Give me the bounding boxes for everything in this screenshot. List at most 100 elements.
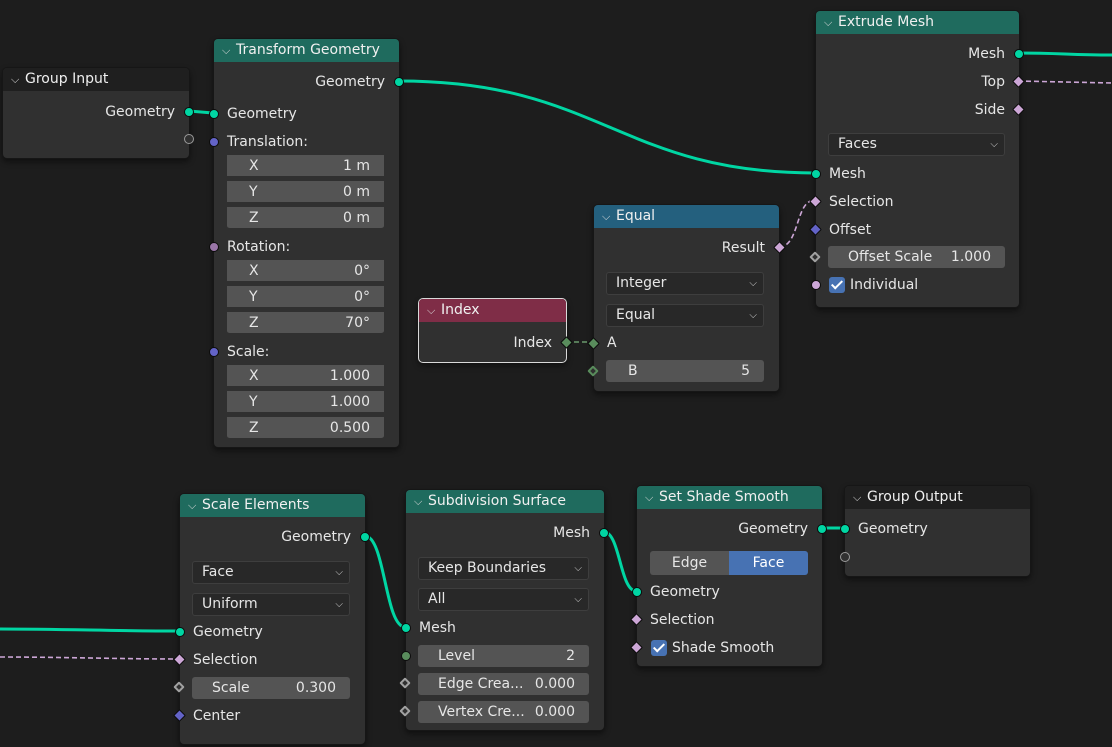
empty-output-socket[interactable] [184, 134, 194, 144]
mesh-output-socket[interactable] [1014, 49, 1024, 59]
chevron-down-icon[interactable]: ⌵ [222, 44, 231, 57]
chevron-down-icon[interactable]: ⌵ [824, 16, 833, 29]
index-node[interactable]: ⌵Index Index [418, 298, 573, 363]
vertex-crease-input-socket[interactable] [399, 705, 411, 717]
a-input-socket[interactable] [587, 337, 600, 350]
socket-label: Result [721, 240, 765, 256]
boundary-dropdown[interactable]: Keep Boundaries⌵ [418, 557, 589, 580]
mesh-input-socket[interactable] [811, 169, 821, 179]
extrude-mesh-node[interactable]: ⌵Extrude Mesh Mesh Top Side Faces⌵ Mesh … [809, 10, 1025, 308]
equal-header[interactable]: ⌵Equal [594, 205, 779, 228]
group-output-node[interactable]: ⌵Group Output Geometry [840, 485, 1031, 577]
geometry-input-socket[interactable] [175, 627, 185, 637]
socket-label: A [607, 335, 617, 351]
offset-scale-input-socket[interactable] [809, 251, 821, 263]
chevron-down-icon[interactable]: ⌵ [853, 491, 862, 504]
translation-input-socket[interactable] [209, 137, 219, 147]
individual-checkbox[interactable] [829, 277, 845, 293]
face-domain-toggle[interactable]: Face [729, 551, 808, 575]
b-input-socket[interactable] [587, 365, 599, 377]
selection-input-socket[interactable] [809, 195, 822, 208]
level-input-socket[interactable] [401, 651, 411, 661]
shade-smooth-checkbox[interactable] [651, 640, 667, 656]
selection-input-socket[interactable] [630, 613, 643, 626]
checkbox-label: Shade Smooth [672, 640, 775, 656]
geometry-output-socket[interactable] [394, 77, 404, 87]
socket-label: Scale: [227, 344, 270, 360]
uv-smooth-dropdown[interactable]: All⌵ [418, 588, 589, 611]
result-output-socket[interactable] [773, 241, 786, 254]
extrude-header[interactable]: ⌵Extrude Mesh [816, 11, 1019, 34]
scale-input-socket[interactable] [209, 347, 219, 357]
geometry-output-socket[interactable] [817, 524, 827, 534]
edge-crease-input-socket[interactable] [399, 677, 411, 689]
chevron-down-icon[interactable]: ⌵ [427, 304, 436, 317]
socket-label: Geometry [193, 624, 263, 640]
vertex-crease-field[interactable]: Vertex Cre...0.000 [418, 701, 589, 723]
compare-mode-dropdown[interactable]: Equal⌵ [606, 304, 764, 327]
group-input-header[interactable]: ⌵Group Input [3, 68, 189, 91]
chevron-down-icon[interactable]: ⌵ [602, 210, 611, 223]
side-output-socket[interactable] [1012, 103, 1025, 116]
geometry-input-socket[interactable] [209, 109, 219, 119]
socket-label: Rotation: [227, 239, 291, 255]
geometry-input-socket[interactable] [632, 587, 642, 597]
socket-label: Mesh [829, 166, 866, 182]
empty-input-socket[interactable] [840, 552, 850, 562]
domain-dropdown[interactable]: Face⌵ [192, 561, 350, 584]
link-offscreen-selection [0, 656, 180, 660]
transform-header[interactable]: ⌵Transform Geometry [214, 39, 399, 62]
mesh-output-socket[interactable] [599, 528, 609, 538]
index-output-socket[interactable] [560, 336, 573, 349]
center-input-socket[interactable] [173, 709, 186, 722]
data-type-dropdown[interactable]: Integer⌵ [606, 272, 764, 295]
socket-label: Geometry [738, 521, 808, 537]
selection-input-socket[interactable] [173, 653, 186, 666]
subdivision-surface-node[interactable]: ⌵Subdivision Surface Mesh Keep Boundarie… [399, 489, 609, 731]
chevron-down-icon: ⌵ [749, 310, 757, 321]
edge-crease-field[interactable]: Edge Crea...0.000 [418, 673, 589, 695]
top-output-socket[interactable] [1012, 75, 1025, 88]
scale-elements-node[interactable]: ⌵Scale Elements Geometry Face⌵ Uniform⌵ … [173, 493, 370, 745]
chevron-down-icon[interactable]: ⌵ [11, 73, 20, 86]
node-title: Group Output [867, 489, 963, 505]
rotation-input-socket[interactable] [209, 242, 219, 252]
shade-smooth-header[interactable]: ⌵Set Shade Smooth [637, 486, 822, 509]
individual-input-socket[interactable] [811, 280, 821, 290]
socket-label: Center [193, 708, 241, 724]
offset-input-socket[interactable] [809, 223, 822, 236]
scale-elements-header[interactable]: ⌵Scale Elements [180, 494, 365, 517]
group-input-node[interactable]: ⌵Group Input Geometry [2, 67, 194, 159]
shade-smooth-input-socket[interactable] [630, 641, 643, 654]
subdivision-header[interactable]: ⌵Subdivision Surface [406, 490, 604, 513]
index-header[interactable]: ⌵Index [419, 299, 566, 322]
geometry-input-socket[interactable] [840, 524, 850, 534]
chevron-down-icon[interactable]: ⌵ [188, 499, 197, 512]
set-shade-smooth-node[interactable]: ⌵Set Shade Smooth Geometry Edge Face Geo… [630, 485, 827, 667]
group-output-header[interactable]: ⌵ Group Output [845, 486, 1030, 509]
scale-input-socket[interactable] [173, 681, 185, 693]
geometry-output-socket[interactable] [184, 107, 194, 117]
edge-domain-toggle[interactable]: Edge [650, 551, 729, 575]
chevron-down-icon[interactable]: ⌵ [414, 495, 423, 508]
scale-mode-dropdown[interactable]: Uniform⌵ [192, 593, 350, 616]
transform-geometry-node[interactable]: ⌵Transform Geometry Geometry Geometry Tr… [209, 38, 404, 448]
mode-dropdown[interactable]: Faces⌵ [828, 133, 1005, 156]
geometry-output-socket[interactable] [360, 532, 370, 542]
mesh-input-socket[interactable] [401, 623, 411, 633]
chevron-down-icon[interactable]: ⌵ [645, 491, 654, 504]
